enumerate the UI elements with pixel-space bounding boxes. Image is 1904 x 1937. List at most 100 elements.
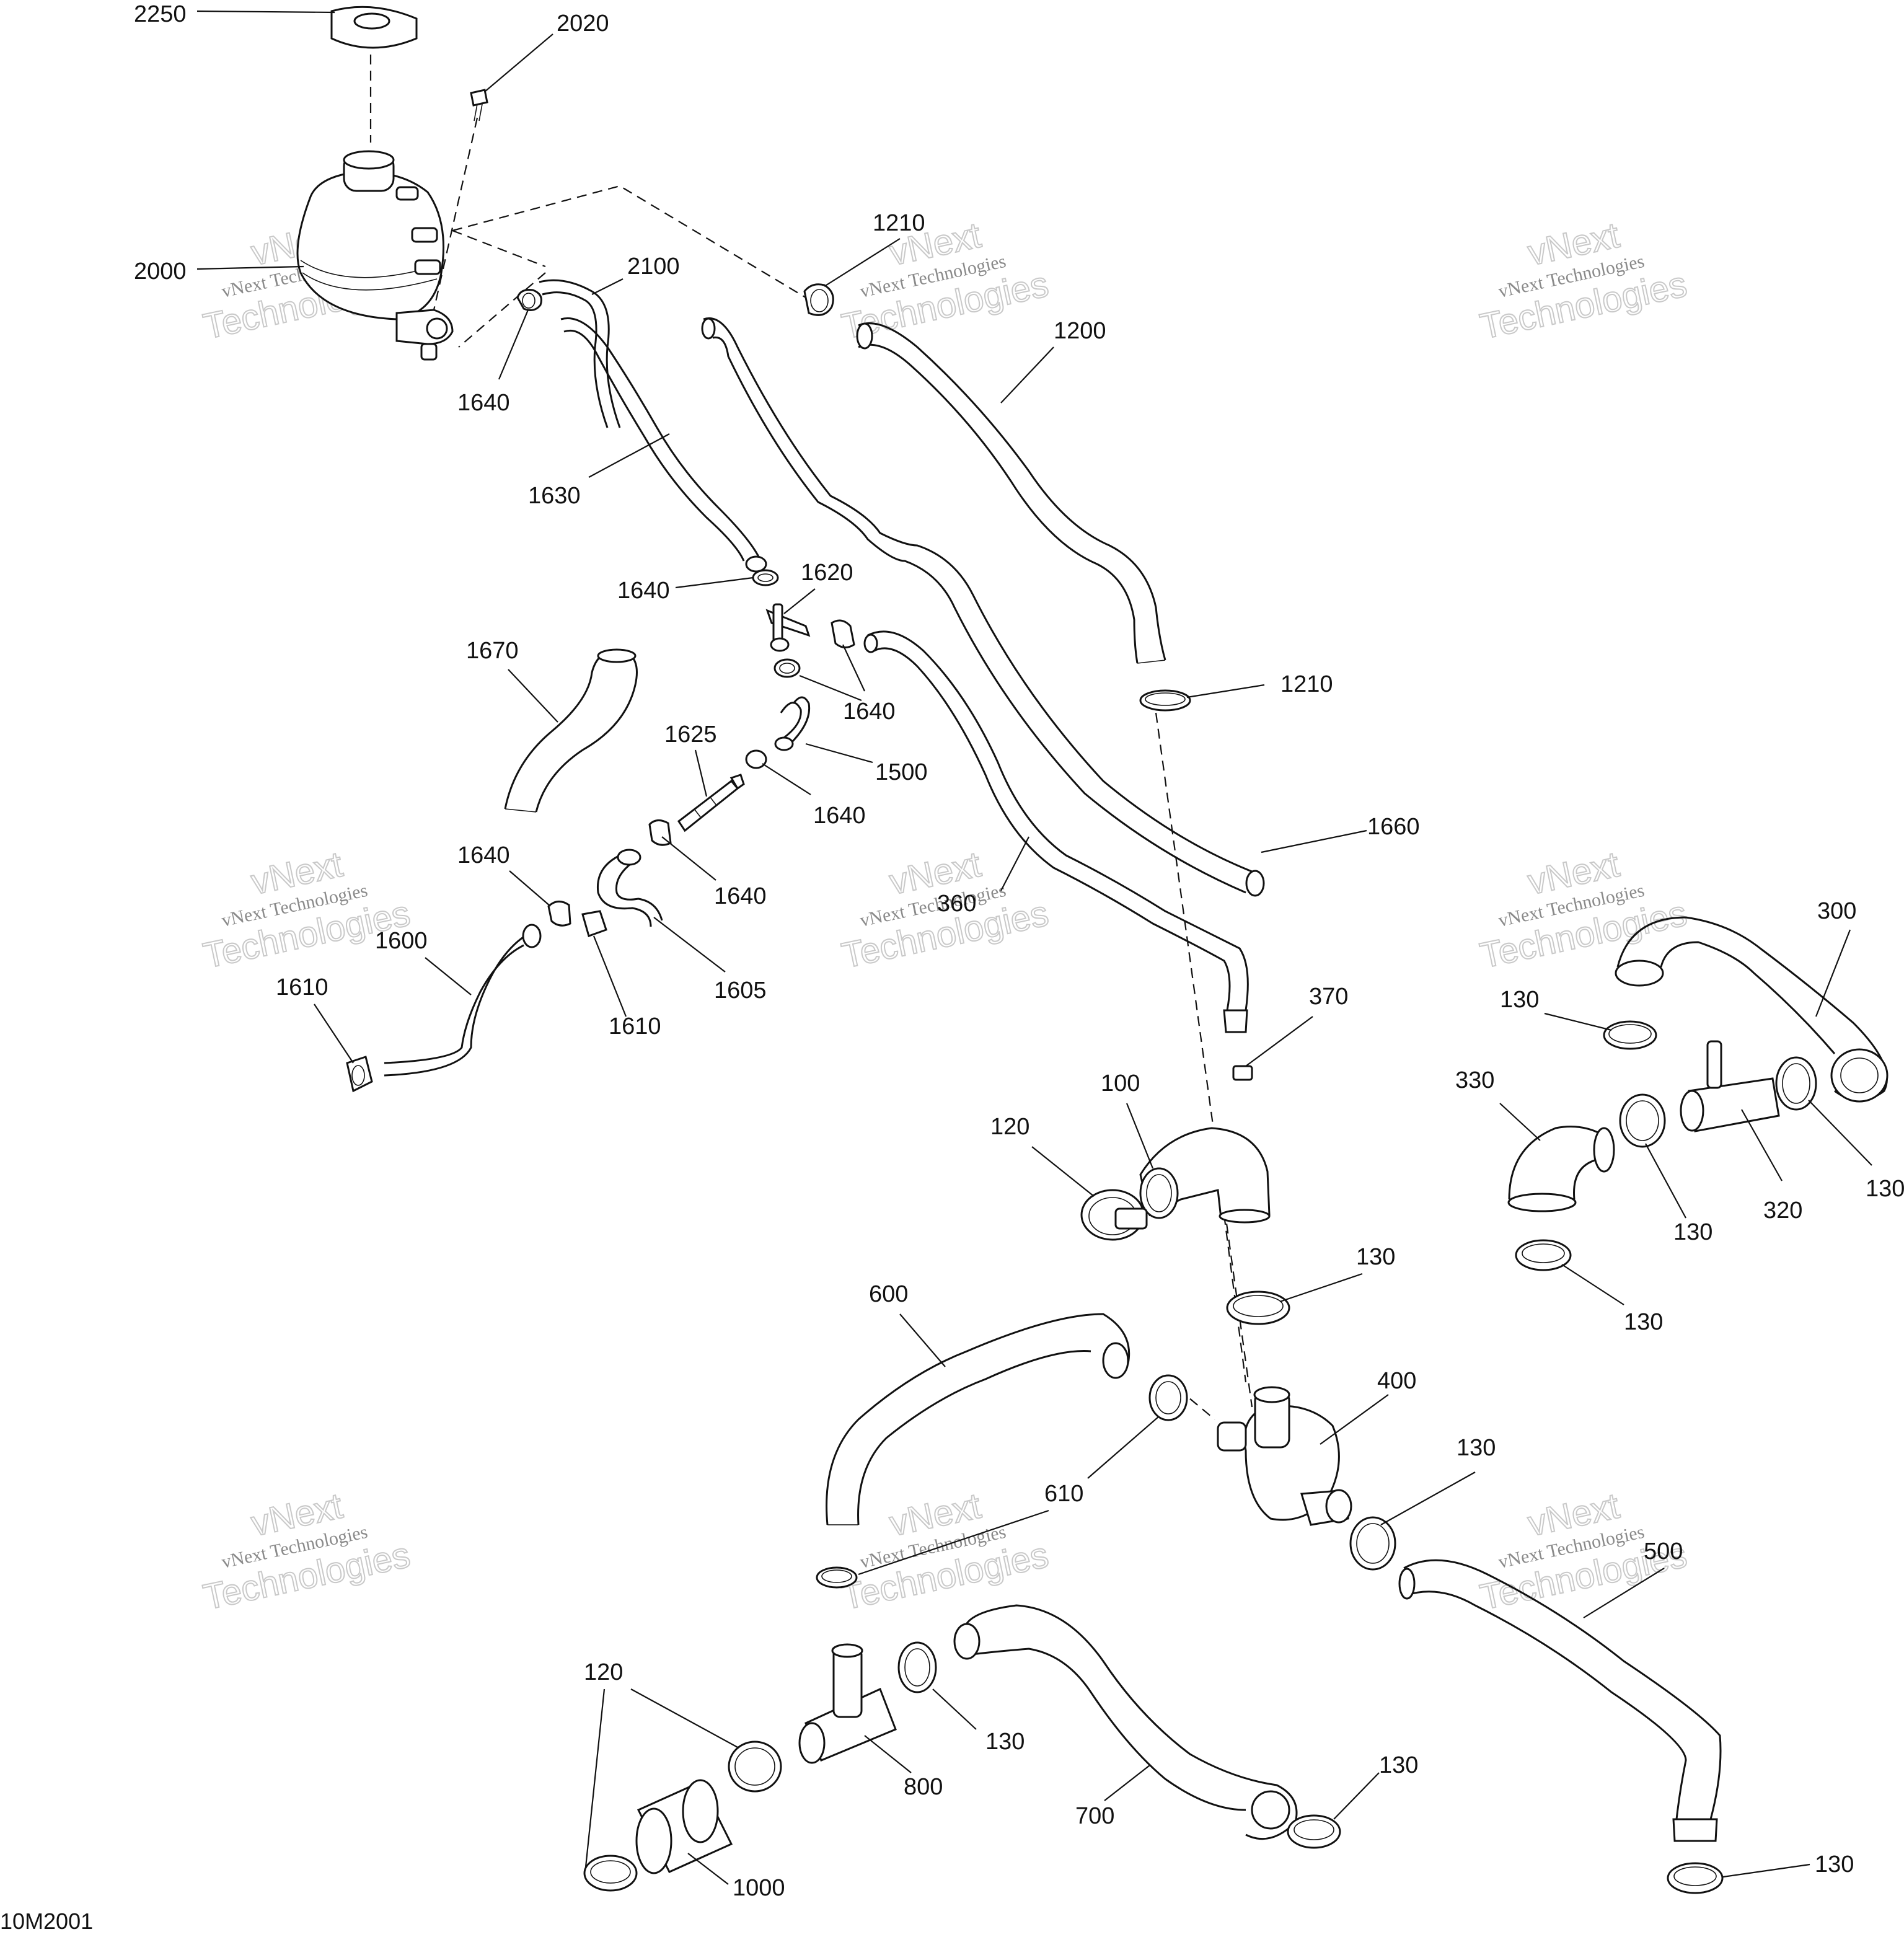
callout-1620: 1620 bbox=[801, 560, 853, 586]
callout-800: 800 bbox=[904, 1774, 943, 1800]
hose-clamp bbox=[1619, 1093, 1666, 1148]
inline-fitting bbox=[677, 774, 745, 832]
callout-2020: 2020 bbox=[557, 11, 609, 37]
hose bbox=[596, 849, 663, 927]
callout-1600: 1600 bbox=[375, 928, 428, 954]
callout-400: 400 bbox=[1377, 1368, 1416, 1394]
diagram-reference: 10M2001 bbox=[0, 1908, 93, 1934]
hose bbox=[826, 1313, 1130, 1525]
callout-100: 100 bbox=[1101, 1070, 1140, 1096]
callout-1210: 1210 bbox=[873, 210, 925, 236]
callout-130: 130 bbox=[1815, 1851, 1854, 1877]
callout-130: 130 bbox=[985, 1729, 1025, 1755]
hose-coupling bbox=[635, 1779, 733, 1874]
callout-1670: 1670 bbox=[466, 638, 519, 664]
callout-600: 600 bbox=[869, 1281, 908, 1307]
callout-1210: 1210 bbox=[1280, 671, 1333, 697]
small-hose bbox=[774, 696, 811, 751]
callout-130: 130 bbox=[1500, 987, 1539, 1013]
plug bbox=[1232, 1065, 1253, 1081]
hose-clamp bbox=[1226, 1291, 1290, 1325]
screw bbox=[470, 89, 488, 121]
hose bbox=[384, 924, 542, 1077]
callout-610: 610 bbox=[1044, 1481, 1083, 1507]
hose bbox=[1615, 916, 1889, 1103]
hose bbox=[856, 322, 1166, 664]
callout-130: 130 bbox=[1673, 1219, 1712, 1245]
callouts: 2250 2020 2000 2100 1640 1630 1210 1200 … bbox=[134, 1, 1904, 1901]
reservoir-cap bbox=[330, 6, 418, 49]
assembly-line bbox=[1155, 712, 1253, 1408]
callout-1000: 1000 bbox=[733, 1875, 785, 1901]
callout-1660: 1660 bbox=[1367, 814, 1420, 840]
callout-1640: 1640 bbox=[714, 883, 767, 909]
hose-clamp bbox=[1139, 689, 1191, 712]
callout-130: 130 bbox=[1379, 1752, 1418, 1778]
watermark: vNext vNext Technologies Technologies bbox=[1476, 844, 1691, 977]
callout-1640: 1640 bbox=[457, 842, 510, 868]
callout-130: 130 bbox=[1624, 1309, 1663, 1335]
assembly-line bbox=[433, 117, 478, 311]
callout-320: 320 bbox=[1763, 1198, 1802, 1224]
expansion-reservoir bbox=[296, 150, 454, 361]
hose-clamp bbox=[831, 619, 855, 648]
thermostat-housing bbox=[1217, 1386, 1352, 1526]
callout-700: 700 bbox=[1075, 1803, 1114, 1829]
callout-1630: 1630 bbox=[528, 483, 581, 509]
callout-130: 130 bbox=[1457, 1435, 1496, 1461]
hose-clamp bbox=[728, 1741, 782, 1793]
callout-1200: 1200 bbox=[1054, 318, 1106, 344]
hose-clamp bbox=[581, 910, 607, 937]
callout-1610: 1610 bbox=[276, 974, 328, 1000]
elbow-hose bbox=[1507, 1126, 1615, 1212]
watermark: vNext vNext Technologies Technologies bbox=[200, 1485, 415, 1618]
callout-330: 330 bbox=[1455, 1067, 1494, 1093]
hose bbox=[1398, 1559, 1722, 1842]
callout-120: 120 bbox=[990, 1114, 1029, 1140]
hose bbox=[701, 317, 1265, 897]
tee-fitting bbox=[765, 603, 811, 652]
callout-360: 360 bbox=[937, 891, 976, 917]
callout-130: 130 bbox=[1866, 1176, 1904, 1202]
hose-clamp bbox=[803, 283, 834, 316]
hose-clamp bbox=[774, 658, 801, 678]
hose-clamp bbox=[516, 289, 542, 311]
hose-clamp bbox=[583, 1855, 638, 1892]
elbow-hose bbox=[1139, 1127, 1271, 1224]
callout-130: 130 bbox=[1356, 1244, 1395, 1270]
callout-1610: 1610 bbox=[609, 1013, 661, 1039]
leader-lines bbox=[196, 10, 1872, 1885]
callout-500: 500 bbox=[1644, 1538, 1683, 1564]
hose-clamp bbox=[752, 569, 779, 586]
callout-300: 300 bbox=[1817, 898, 1856, 924]
hose-clamp bbox=[745, 749, 767, 769]
callout-2000: 2000 bbox=[134, 258, 187, 285]
callout-1625: 1625 bbox=[664, 721, 717, 748]
hose-clamp bbox=[547, 901, 571, 927]
watermark: vNext vNext Technologies Technologies bbox=[838, 214, 1053, 348]
callout-370: 370 bbox=[1309, 984, 1348, 1010]
watermark: vNext vNext Technologies Technologies bbox=[200, 844, 415, 977]
assembly-line bbox=[452, 229, 546, 268]
hose-clamp bbox=[1349, 1516, 1396, 1571]
callout-1605: 1605 bbox=[714, 977, 767, 1004]
hose-clamp bbox=[1667, 1862, 1724, 1894]
vent-hose bbox=[539, 279, 767, 573]
hose-clamp bbox=[1287, 1814, 1341, 1849]
callout-120: 120 bbox=[584, 1659, 623, 1685]
callout-2250: 2250 bbox=[134, 1, 187, 27]
hose-clamp bbox=[346, 1056, 373, 1093]
assembly-line bbox=[458, 272, 546, 348]
tee-fitting bbox=[1680, 1040, 1780, 1132]
hose bbox=[953, 1604, 1298, 1840]
hose bbox=[863, 630, 1249, 1033]
assembly-lines bbox=[369, 55, 1253, 1420]
hose-clamp bbox=[1148, 1374, 1188, 1421]
watermark: vNext vNext Technologies Technologies bbox=[1476, 214, 1691, 348]
tee-fitting bbox=[798, 1643, 897, 1764]
hose-clamp bbox=[1515, 1239, 1572, 1271]
callout-1640: 1640 bbox=[457, 390, 510, 416]
callout-1640: 1640 bbox=[813, 803, 866, 829]
callout-1640: 1640 bbox=[843, 699, 896, 725]
